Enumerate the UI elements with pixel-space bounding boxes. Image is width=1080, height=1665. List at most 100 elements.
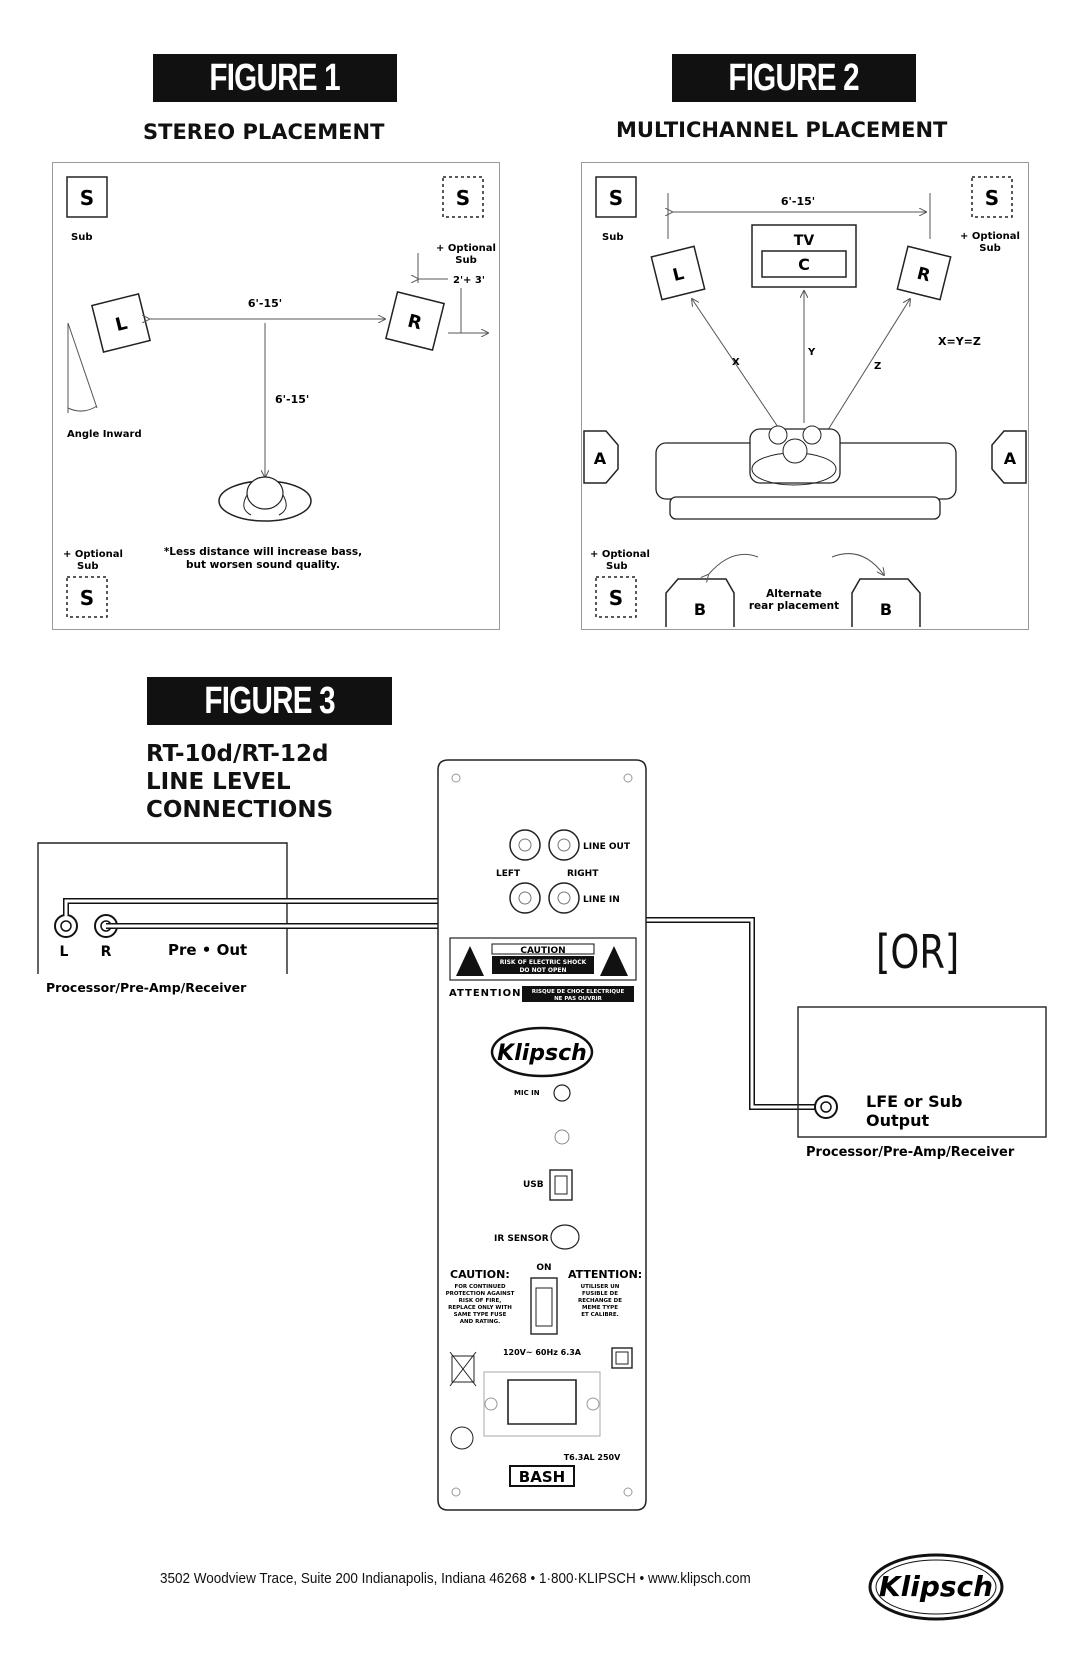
left-cable (64, 901, 486, 916)
right-speaker: R (384, 290, 446, 352)
caution-sub-2: DO NOT OPEN (519, 967, 566, 974)
figure-3-banner-text: FIGURE 3 (204, 680, 335, 722)
warning-triangle-left-icon (456, 946, 484, 976)
stereo-placement-diagram: S Sub S + Optional Sub 2'+ 3' L R Angle … (63, 176, 496, 618)
left-speaker-label: L (671, 264, 687, 286)
panel-klipsch-text: Klipsch (497, 1041, 587, 1066)
on-label: ON (536, 1263, 551, 1273)
certification-logo (450, 1426, 474, 1450)
caution-title: CAUTION: (450, 1268, 510, 1281)
pre-out-r-label: R (101, 944, 112, 960)
stereo-note-line-2: but worsen sound quality. (186, 559, 340, 571)
lfe-label-1: LFE or Sub (866, 1092, 962, 1111)
bash-logo (509, 1465, 575, 1487)
pre-out-caption: Processor/Pre-Amp/Receiver (46, 980, 247, 995)
sofa (655, 425, 957, 520)
optional-sub-caption-1: + Optional (436, 243, 496, 254)
left-label: LEFT (496, 869, 521, 879)
figure-2-subtitle: MULTICHANNEL PLACEMENT (616, 118, 948, 142)
listener-distance-label: 6'-15' (275, 393, 309, 406)
power-rating: 120V~ 60Hz 6.3A (503, 1348, 582, 1357)
optional-sub-bottom-caption-1: + Optional (590, 549, 650, 560)
rear-right-speaker (851, 578, 921, 627)
pre-out-label: Pre • Out (168, 941, 247, 959)
alternate-label-1: Alternate (766, 588, 822, 600)
bash-text: BASH (519, 1468, 565, 1486)
attention-title: ATTENTION: (568, 1268, 642, 1281)
figure-3-title-line-2: LINE LEVEL (146, 769, 291, 795)
right-label: RIGHT (567, 869, 599, 879)
angle-arc (67, 405, 98, 412)
warning-triangle-right-icon (600, 946, 628, 976)
panel-klipsch-logo (490, 1026, 594, 1078)
figure-1-panel: S Sub S + Optional Sub 2'+ 3' L R Angle … (52, 162, 500, 630)
sub-box (595, 176, 637, 218)
listener-figure (218, 476, 312, 522)
x-label: X (732, 357, 740, 368)
optional-sub-label: S (456, 186, 470, 210)
figure-1-banner-text: FIGURE 1 (209, 57, 341, 99)
surround-right-speaker (991, 430, 1027, 484)
line-out-right-jack (548, 829, 580, 861)
optional-sub-box (971, 176, 1013, 218)
figure-3-title-line-3: CONNECTIONS (146, 797, 334, 823)
power-switch (530, 1277, 558, 1335)
optional-sub-bottom-caption-1: + Optional (63, 549, 123, 560)
surround-left-label: A (594, 449, 607, 468)
attention-sub-1: RISQUE DE CHOC ELECTRIQUE (532, 989, 625, 995)
sub-caption: Sub (602, 232, 623, 243)
ir-sensor (550, 1224, 580, 1250)
sub-box-label: S (609, 186, 623, 210)
fuse-holder (611, 1347, 633, 1369)
attention-text-1: UTILISER UN (581, 1284, 620, 1290)
angle-inward-label: Angle Inward (67, 429, 142, 440)
ir-sensor-label: IR SENSOR (494, 1234, 549, 1244)
figure-3-title-line-1: RT-10d/RT-12d (146, 741, 329, 767)
line-out-left-jack (509, 829, 541, 861)
line-in-left-jack (509, 882, 541, 914)
figure-3-title: RT-10d/RT-12d LINE LEVEL CONNECTIONS (146, 740, 333, 824)
xyz-label: X=Y=Z (938, 335, 981, 348)
z-line (825, 299, 910, 434)
tv-label: TV (794, 233, 815, 249)
optional-sub-bottom-label: S (609, 586, 623, 610)
or-label: [OR] (876, 925, 960, 979)
y-label: Y (807, 347, 816, 358)
figure-2-banner-text: FIGURE 2 (728, 57, 860, 99)
optional-sub-caption-2: Sub (979, 243, 1000, 254)
figure-2-panel: S Sub S + Optional Sub 6'-15' TV C L R X… (581, 162, 1029, 630)
connections-diagram: L R Pre • Out Processor/Pre-Amp/Receiver… (37, 759, 1047, 1511)
right-speaker-label: R (915, 264, 933, 287)
caution-text-3: RISK OF FIRE, (459, 1298, 502, 1304)
recycle-bin-icon (449, 1351, 477, 1387)
alternate-arrow-right (831, 553, 884, 575)
attention-text-3: RECHANGE DE (578, 1298, 622, 1304)
lfe-label-2: Output (866, 1111, 929, 1130)
mic-in-jack (553, 1084, 571, 1102)
z-label: Z (874, 361, 881, 372)
panel-screw (554, 1129, 570, 1145)
optional-sub-bottom-label: S (80, 586, 94, 610)
sub-caption: Sub (71, 232, 92, 243)
left-speaker: L (90, 292, 152, 354)
fuse-rating: T6.3AL 250V (564, 1453, 621, 1462)
caution-header: CAUTION (520, 946, 565, 956)
pre-out-processor: L R Pre • Out Processor/Pre-Amp/Receiver (37, 842, 288, 995)
optional-sub-caption-1: + Optional (960, 231, 1020, 242)
right-speaker: R (896, 245, 952, 301)
figure-1-banner: FIGURE 1 (153, 54, 397, 102)
left-cable-outer (63, 898, 480, 916)
sub-box-label: S (80, 186, 94, 210)
usb-port (549, 1169, 573, 1201)
lr-distance-label: 6'-15' (781, 195, 815, 208)
mic-in-label: MIC IN (514, 1089, 540, 1097)
lr-distance-label: 6'-15' (248, 297, 282, 310)
caution-sub-1: RISK OF ELECTRIC SHOCK (500, 959, 587, 966)
attention-text-4: MEME TYPE (582, 1305, 618, 1311)
alternate-label-2: rear placement (749, 600, 839, 612)
left-speaker: L (650, 245, 706, 301)
angle-line-2 (67, 322, 98, 409)
line-out-label: LINE OUT (583, 842, 631, 852)
caution-text-4: REPLACE ONLY WITH (448, 1305, 512, 1311)
caution-text-5: SAME TYPE FUSE (454, 1312, 507, 1318)
